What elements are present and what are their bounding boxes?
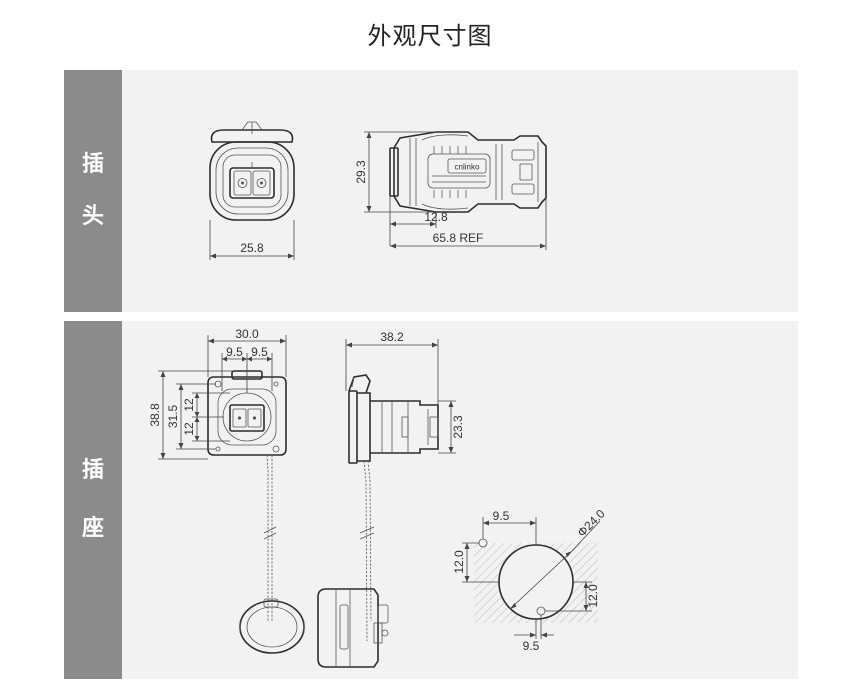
plug-logo-text: cnlinko bbox=[455, 163, 480, 172]
socket-side-view: 38.2 23.3 bbox=[317, 330, 465, 668]
section-label-char: 头 bbox=[81, 204, 104, 229]
socket-cutout-diameter-label: Φ24.0 bbox=[575, 506, 608, 539]
socket-side-body-height-label: 23.3 bbox=[451, 415, 465, 439]
section-label-char: 插 bbox=[81, 152, 104, 177]
plug-front-width-label: 25.8 bbox=[240, 241, 264, 255]
plug-drawing: 25.8 cnlinko bbox=[209, 121, 547, 260]
socket-drawing: 30.0 9.5 9.5 38.8 31.5 bbox=[148, 327, 608, 668]
socket-hole-offset-left-label: 9.5 bbox=[226, 345, 243, 359]
socket-cutout-top-offset-label: 9.5 bbox=[493, 509, 510, 523]
socket-section-label: 插 座 bbox=[64, 321, 122, 679]
plug-side-length-label: 65.8 REF bbox=[433, 231, 484, 245]
plug-side-height-label: 29.3 bbox=[354, 160, 368, 184]
socket-cutout-bottom-offset-label: 9.5 bbox=[523, 639, 540, 653]
socket-flange-width-label: 30.0 bbox=[235, 327, 259, 341]
page-title: 外观尺寸图 bbox=[367, 22, 493, 50]
plug-section-label: 插 头 bbox=[64, 70, 122, 312]
socket-overall-height-label: 38.8 bbox=[148, 403, 162, 427]
socket-panel-cutout: Φ24.0 9.5 12.0 12.0 9.5 bbox=[452, 506, 608, 653]
plug-side-offset-label: 12.8 bbox=[424, 210, 448, 224]
socket-front-view: 30.0 9.5 9.5 38.8 31.5 bbox=[148, 327, 305, 654]
socket-hole-offset-right-label: 9.5 bbox=[251, 345, 268, 359]
socket-side-depth-label: 38.2 bbox=[380, 330, 404, 344]
socket-half-lower-label: 12 bbox=[182, 422, 196, 436]
socket-panel: 插 座 30.0 bbox=[64, 321, 798, 679]
socket-hole-spacing-label: 31.5 bbox=[166, 404, 180, 428]
socket-cutout-right-v-label: 12.0 bbox=[586, 584, 600, 608]
socket-half-upper-label: 12 bbox=[182, 398, 196, 412]
plug-front-view: 25.8 bbox=[209, 121, 295, 260]
socket-cutout-left-v-label: 12.0 bbox=[452, 550, 466, 574]
plug-panel: 插 头 25.8 bbox=[64, 70, 798, 312]
section-label-char: 座 bbox=[81, 516, 104, 541]
plug-side-view: cnlinko 29.3 bbox=[354, 131, 547, 250]
section-label-char: 插 bbox=[81, 458, 104, 483]
